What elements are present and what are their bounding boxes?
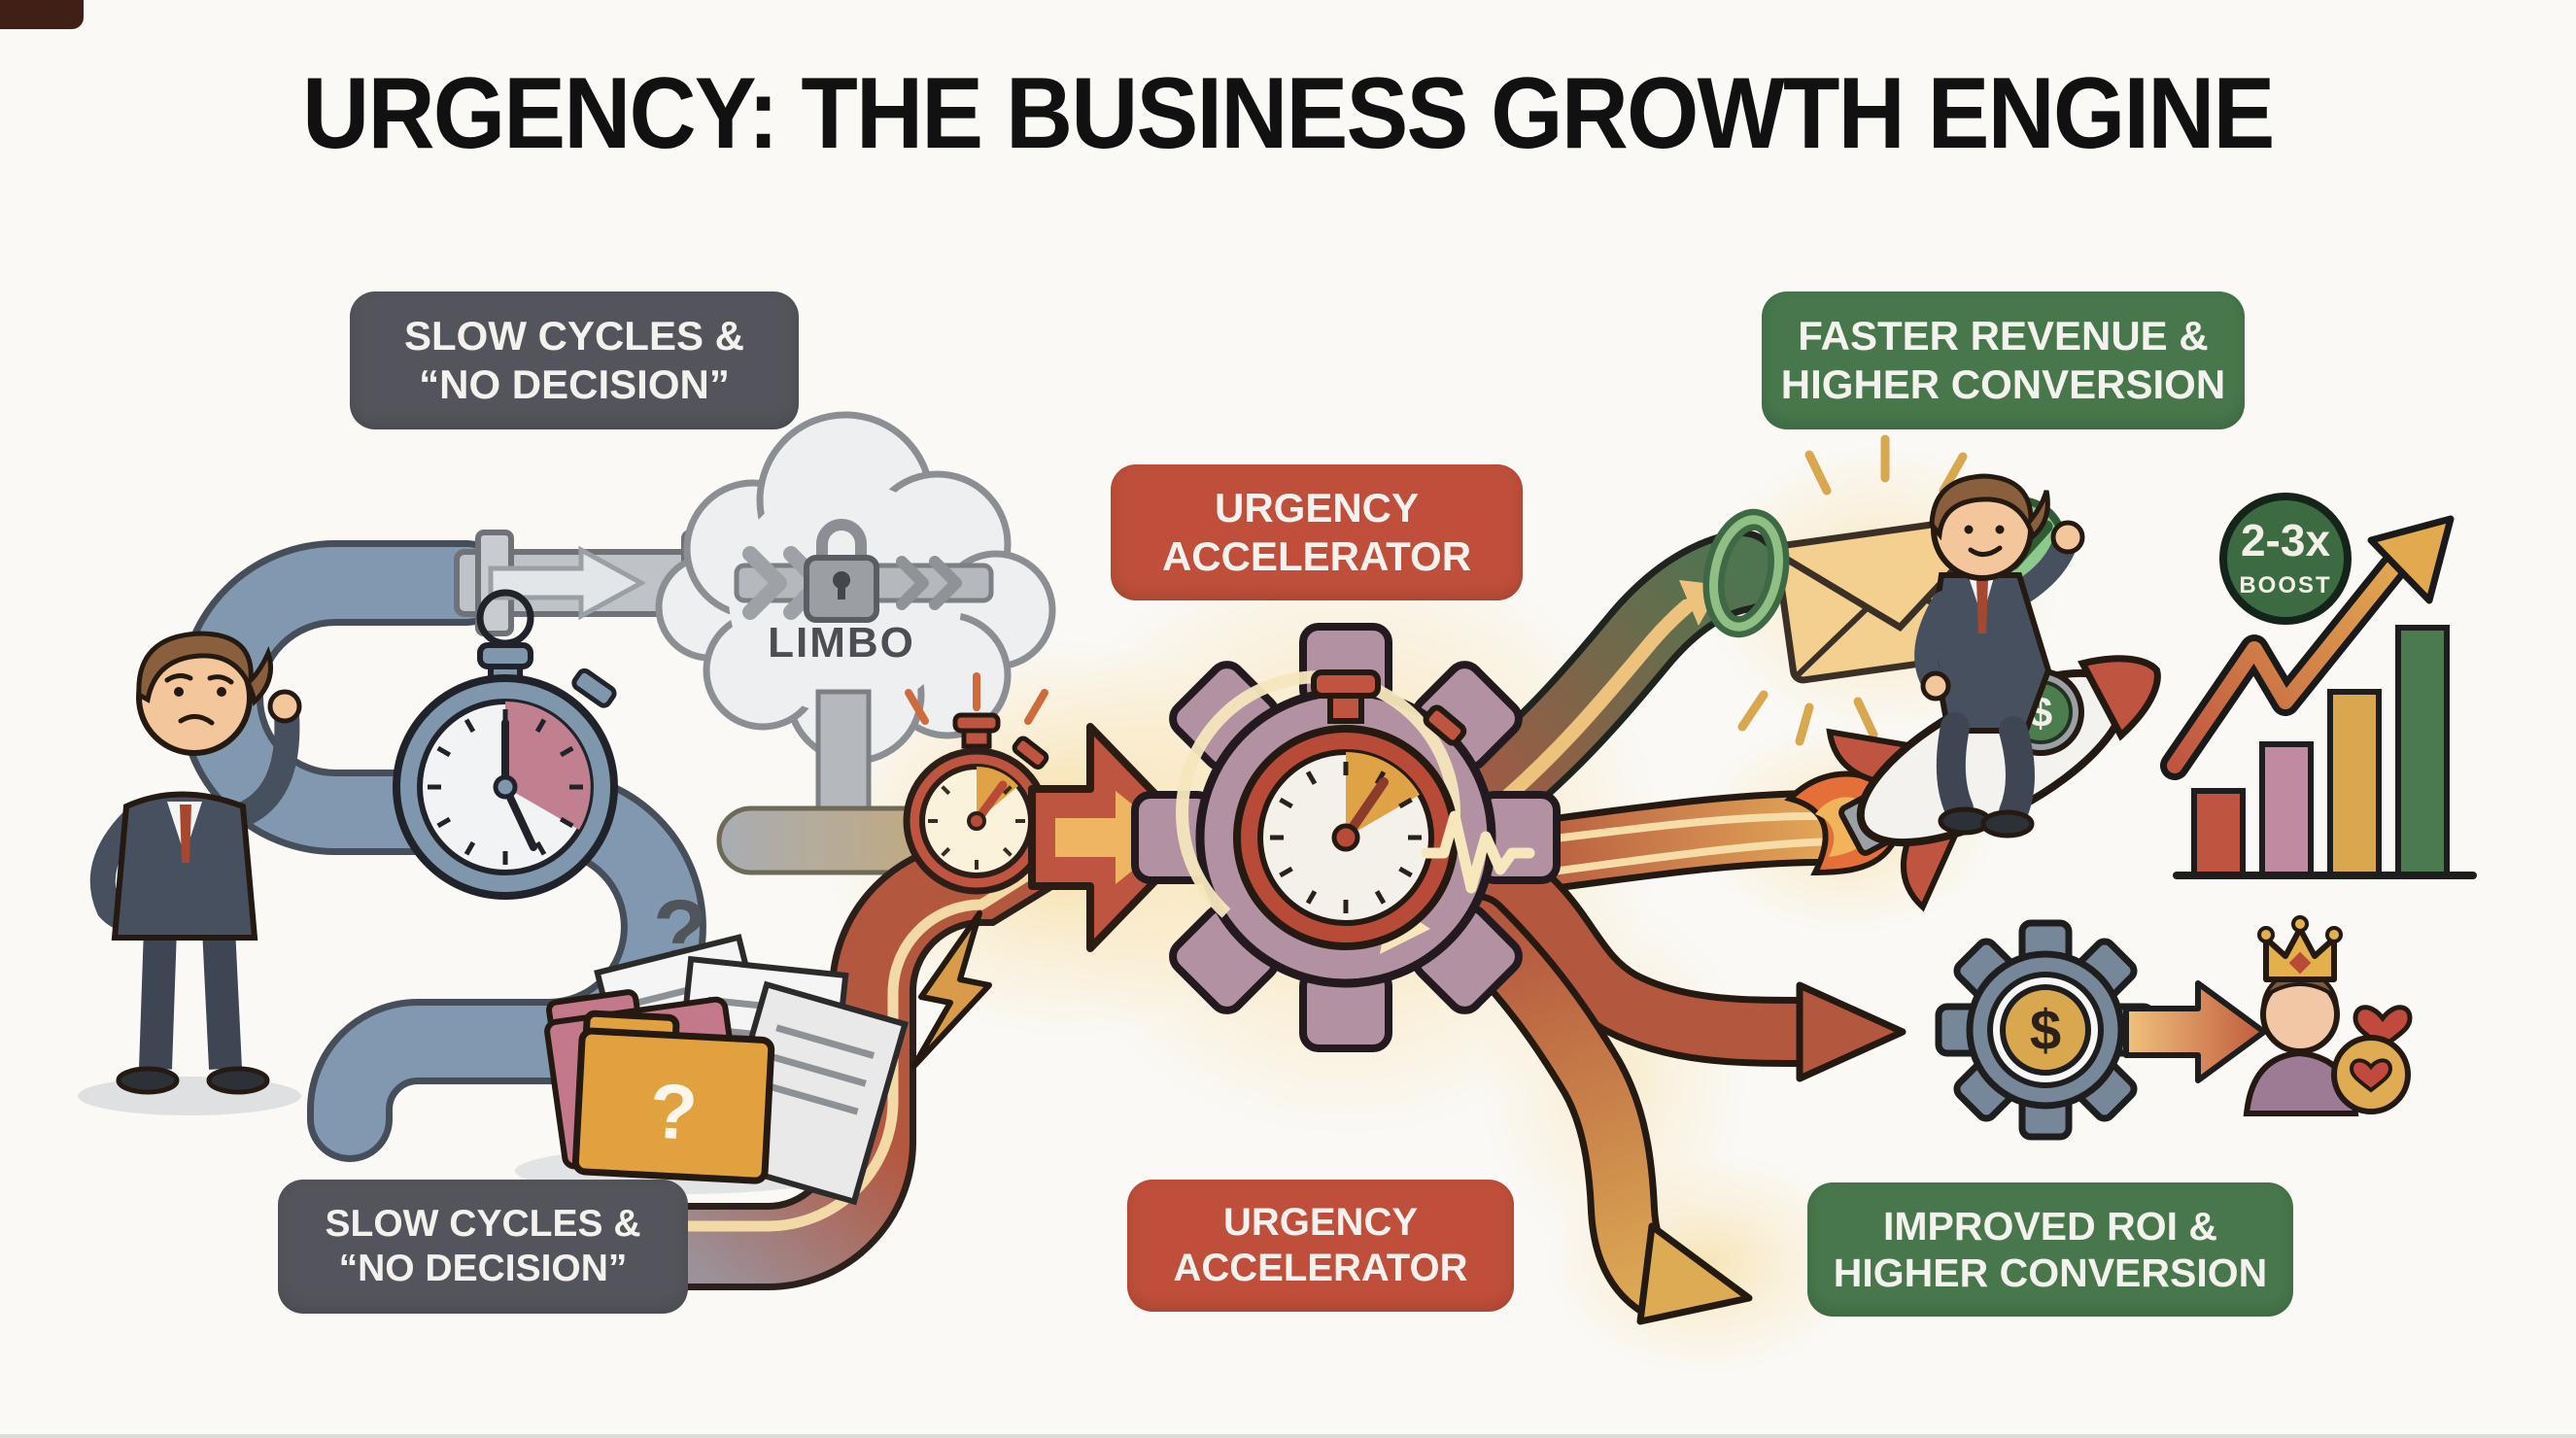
urgency-stopwatch-icon [903, 672, 1050, 895]
documents-folder-icon: ? ? [515, 882, 910, 1206]
rocket-rider: $ [1784, 473, 2161, 912]
revenue-bar [2191, 788, 2246, 877]
heartbeat-icon [1421, 810, 1535, 894]
stage-label-line2: HIGHER CONVERSION [1833, 1250, 2268, 1295]
stage-label-line1: URGENCY [1214, 485, 1420, 531]
stage-box-urgency-accelerator-bottom: URGENCY ACCELERATOR [1127, 1180, 1514, 1312]
bottom-edge-line [0, 1434, 2576, 1438]
stage-label-line1: URGENCY [1222, 1200, 1419, 1244]
padlock-icon [804, 519, 879, 623]
heart-coin-icon [2331, 1035, 2411, 1114]
boost-badge: 2-3x BOOST [2219, 493, 2352, 625]
corner-artifact [0, 0, 84, 29]
roi-coin-dollar: $ [2030, 999, 2061, 1062]
boost-badge-multiplier: 2-3x [2241, 515, 2330, 565]
folder-question-icon: ? [648, 1067, 700, 1155]
growth-arrow-icon [2367, 515, 2455, 604]
gear-engine-icon [1131, 623, 1561, 1052]
stage-label-line1: SLOW CYCLES & [403, 313, 744, 360]
confused-businessman-icon [78, 631, 302, 1115]
stage-box-slow-cycles-bottom: SLOW CYCLES & “NO DECISION” [278, 1180, 688, 1314]
boost-badge-word: BOOST [2239, 572, 2331, 599]
stage-label-line2: ACCELERATOR [1173, 1247, 1468, 1289]
stage-box-improved-roi: IMPROVED ROI & HIGHER CONVERSION [1807, 1182, 2293, 1317]
stage-label-line1: FASTER REVENUE & [1798, 313, 2209, 360]
roi-arrow-icon [2123, 980, 2267, 1083]
crown-icon [2257, 915, 2343, 982]
rider-businessman-icon [1914, 473, 2085, 839]
revenue-bar [2259, 741, 2314, 877]
stage-label-line2: ACCELERATOR [1161, 533, 1472, 579]
pipe-arrow-icon [488, 545, 647, 621]
stage-label-line1: SLOW CYCLES & [325, 1202, 641, 1245]
lightning-icon [910, 910, 992, 1070]
pipe-opening-ring [1702, 508, 1790, 638]
sparkle-rays [1737, 434, 1968, 746]
revenue-bar [2327, 689, 2382, 877]
crowned-customer-icon [2243, 915, 2413, 1116]
roi-gear-dollar-icon: $ [1935, 919, 2156, 1141]
growth-chart: 2-3x BOOST [2160, 493, 2477, 879]
stage-label-line2: HIGHER CONVERSION [1780, 361, 2226, 407]
stage-label-line2: “NO DECISION” [419, 361, 730, 407]
roi-cluster: $ [1935, 915, 2413, 1141]
stage-box-urgency-accelerator-top: URGENCY ACCELERATOR [1111, 464, 1523, 600]
page-title: URGENCY: THE BUSINESS GROWTH ENGINE [302, 57, 2275, 170]
limbo-label: LIMBO [768, 619, 915, 667]
stage-box-faster-revenue: FASTER REVENUE & HIGHER CONVERSION [1762, 291, 2245, 429]
revenue-bar [2395, 625, 2450, 877]
limbo-cloud-icon: LIMBO [655, 411, 1056, 819]
stage-label-line2: “NO DECISION” [338, 1248, 628, 1289]
stage-box-slow-cycles-top: SLOW CYCLES & “NO DECISION” [350, 291, 799, 429]
slow-stopwatch-icon [393, 589, 618, 900]
stage-label-line1: IMPROVED ROI & [1883, 1203, 2217, 1249]
